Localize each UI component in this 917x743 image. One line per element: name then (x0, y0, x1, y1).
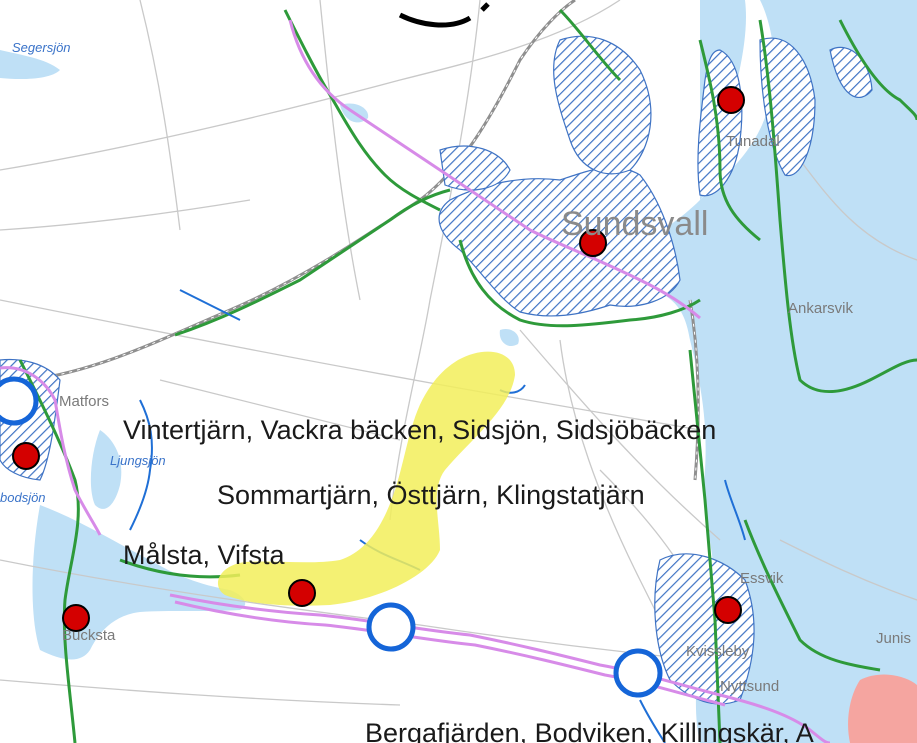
node-marker-vifsta[interactable] (366, 602, 416, 652)
site-marker-bucksta[interactable] (62, 604, 90, 632)
urban-northwest (439, 145, 511, 191)
lake-ljungsjon (90, 430, 122, 509)
label-essvik: Essvik (740, 570, 784, 587)
label-juniskar: Junis (876, 630, 912, 647)
annotation-bergafjarden: Bergafjärden, Bodviken, Killingskär, A (365, 718, 814, 743)
label-bucksta: Bucksta (62, 627, 116, 644)
annotation-vintertjarn: Vintertjärn, Vackra bäcken, Sidsjön, Sid… (123, 415, 717, 445)
segersjon-water (0, 50, 60, 80)
site-marker-sundsvall[interactable] (579, 229, 607, 257)
site-markers (12, 86, 745, 632)
pink-area (848, 674, 917, 743)
node-markers (0, 376, 663, 698)
label-nyttsund: Nyttsund (720, 678, 780, 695)
urban-north (553, 35, 652, 175)
boundary-fragment (398, 2, 490, 28)
label-bodsjon: bodsjön (0, 490, 46, 505)
site-marker-essvik[interactable] (714, 596, 742, 624)
label-matfors: Matfors (59, 393, 110, 410)
node-marker-kvissleby[interactable] (613, 648, 663, 698)
site-marker-tunadal[interactable] (717, 86, 745, 114)
label-sundsvall: Sundsvall (561, 205, 709, 243)
annotation-sommartjarn: Sommartjärn, Östtjärn, Klingstatjärn (217, 480, 645, 510)
site-marker-vifsta[interactable] (288, 579, 316, 607)
sundsvall-bay (600, 0, 917, 743)
highlight-corridor (217, 351, 515, 606)
lake-small-centre (499, 328, 519, 347)
node-marker-matfors[interactable] (0, 376, 39, 426)
label-ankarsvik: Ankarsvik (788, 300, 854, 317)
label-segersjon: Segersjön (12, 40, 71, 55)
annotation-malsta: Målsta, Vifsta (123, 540, 285, 570)
label-kvissleby: Kvissleby (686, 643, 750, 660)
site-marker-matfors[interactable] (12, 442, 40, 470)
urban-sundsvall (438, 166, 681, 317)
shore-vegetation (18, 8, 917, 743)
label-tunadal: Tunadal (726, 133, 780, 150)
label-ljungsjon: Ljungsjön (110, 453, 166, 468)
